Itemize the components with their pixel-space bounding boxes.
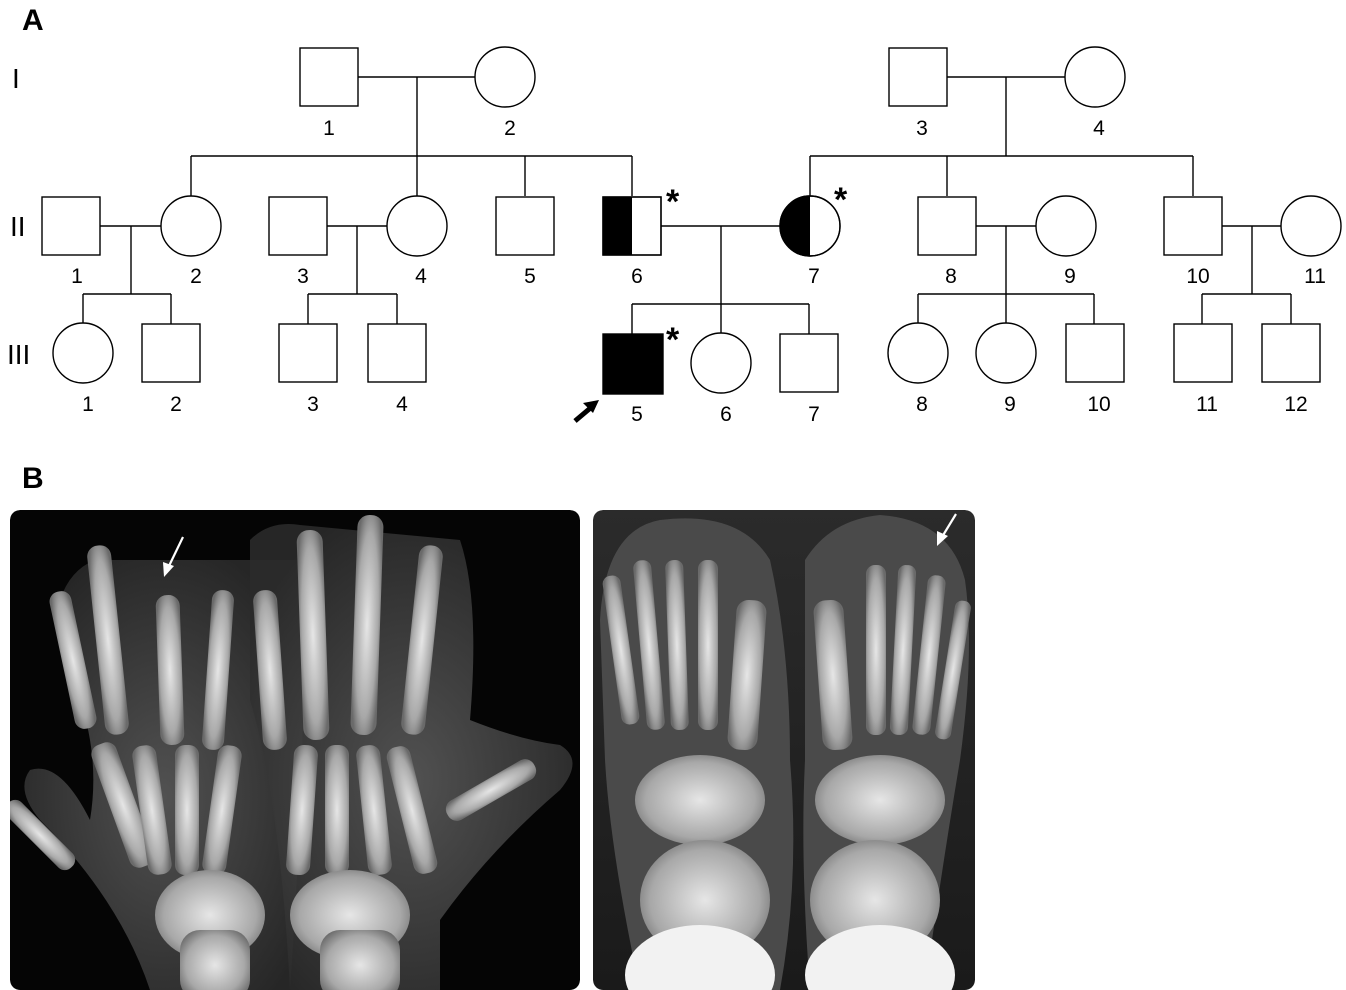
individual-number-i-2: 2 <box>504 117 516 140</box>
panel-a-label: A <box>22 4 44 37</box>
individual-number-i-1: 1 <box>323 117 335 140</box>
female-symbol-iii-6 <box>691 333 751 393</box>
individual-number-iii-11: 11 <box>1196 393 1218 416</box>
individual-number-ii-9: 9 <box>1064 265 1076 288</box>
male-symbol-iii-10 <box>1066 324 1124 382</box>
male-symbol-i-3 <box>889 48 947 106</box>
individual-number-ii-8: 8 <box>945 265 957 288</box>
female-symbol-iii-8 <box>888 323 948 383</box>
individual-number-iii-9: 9 <box>1004 393 1016 416</box>
panel-b-label: B <box>22 462 44 495</box>
individual-number-ii-3: 3 <box>297 265 309 288</box>
female-symbol-ii-2 <box>161 196 221 256</box>
individual-number-ii-4: 4 <box>415 265 427 288</box>
male-symbol-iii-12 <box>1262 324 1320 382</box>
carrier-male-symbol-ii-6 <box>603 197 661 255</box>
marker-asterisk-iii-5: * <box>666 321 680 359</box>
female-symbol-ii-9 <box>1036 196 1096 256</box>
male-symbol-ii-3 <box>269 197 327 255</box>
male-symbol-ii-1 <box>42 197 100 255</box>
generation-label-ii: II <box>10 211 26 242</box>
individual-number-iii-4: 4 <box>396 393 408 416</box>
individual-number-ii-11: 11 <box>1304 265 1326 288</box>
hands-xray-image <box>1 510 580 990</box>
marker-asterisk-ii-6: * <box>666 183 680 221</box>
individual-number-iii-7: 7 <box>808 403 820 426</box>
male-symbol-iii-4 <box>368 324 426 382</box>
male-symbol-ii-8 <box>918 197 976 255</box>
individual-number-i-4: 4 <box>1093 117 1105 140</box>
male-symbol-ii-5 <box>496 197 554 255</box>
male-symbol-iii-2 <box>142 324 200 382</box>
male-symbol-i-1 <box>300 48 358 106</box>
carrier-female-symbol-ii-7 <box>780 196 840 256</box>
individual-number-ii-1: 1 <box>71 265 83 288</box>
female-symbol-i-2 <box>475 47 535 107</box>
individual-number-iii-1: 1 <box>82 393 94 416</box>
female-symbol-ii-4 <box>387 196 447 256</box>
individual-number-iii-8: 8 <box>916 393 928 416</box>
female-symbol-iii-9 <box>976 323 1036 383</box>
marker-asterisk-ii-7: * <box>834 181 848 219</box>
female-symbol-ii-11 <box>1281 196 1341 256</box>
pedigree-lines <box>83 77 1291 334</box>
individual-number-ii-2: 2 <box>190 265 202 288</box>
female-symbol-i-4 <box>1065 47 1125 107</box>
male-symbol-iii-3 <box>279 324 337 382</box>
proband-arrow-icon <box>575 400 599 421</box>
generation-label-iii: III <box>7 339 30 370</box>
individual-number-ii-10: 10 <box>1186 265 1209 288</box>
male-symbol-iii-7 <box>780 334 838 392</box>
individual-number-i-3: 3 <box>916 117 928 140</box>
individual-number-ii-6: 6 <box>631 265 643 288</box>
individual-number-iii-10: 10 <box>1087 393 1110 416</box>
individual-number-iii-3: 3 <box>307 393 319 416</box>
affected-male-symbol-iii-5 <box>603 334 663 394</box>
individual-number-iii-2: 2 <box>170 393 182 416</box>
individual-number-iii-12: 12 <box>1284 393 1307 416</box>
female-symbol-iii-1 <box>53 323 113 383</box>
generation-label-i: I <box>12 63 20 94</box>
individual-number-ii-7: 7 <box>808 265 820 288</box>
individual-number-iii-6: 6 <box>720 403 732 426</box>
male-symbol-ii-10 <box>1164 197 1222 255</box>
male-symbol-iii-11 <box>1174 324 1232 382</box>
individual-number-iii-5: 5 <box>631 403 643 426</box>
individual-number-ii-5: 5 <box>524 265 536 288</box>
feet-xray-image <box>593 510 975 990</box>
